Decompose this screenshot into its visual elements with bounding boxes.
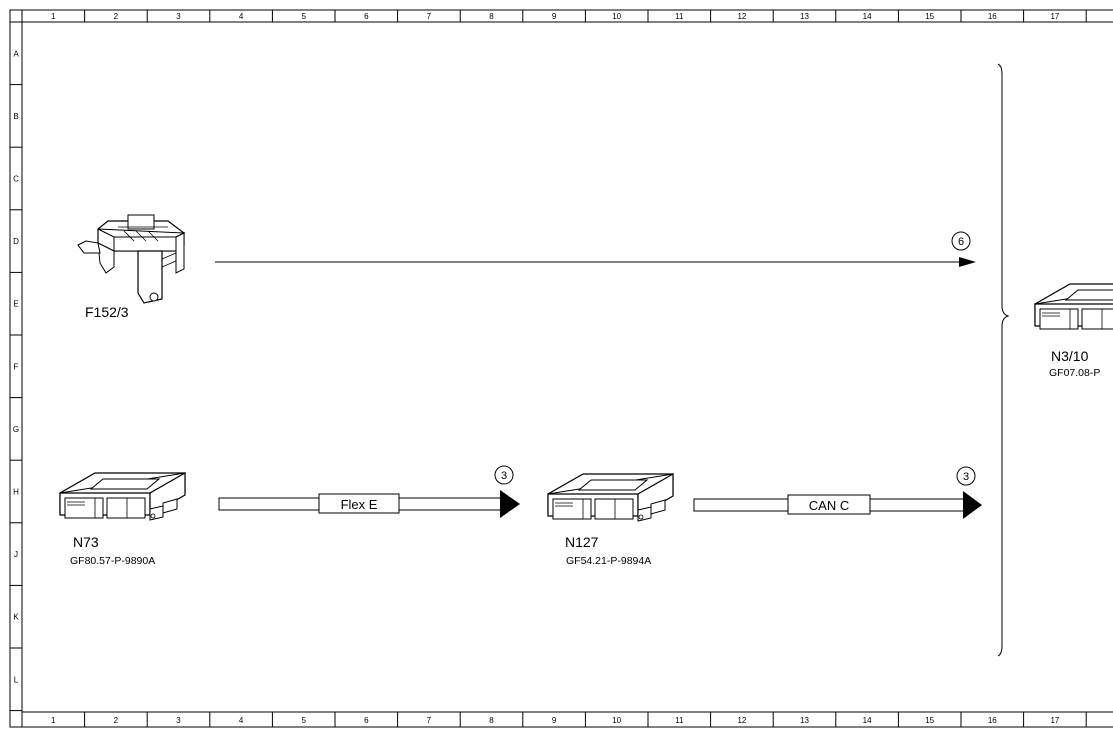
- grid-row-label: A: [13, 49, 19, 58]
- grid-col-label: 10: [612, 716, 621, 725]
- grid-col-label: 9: [552, 716, 557, 725]
- grid-col-label: 8: [489, 716, 494, 725]
- can-c-bus: CAN C: [693, 491, 982, 519]
- grid-col-label: 6: [364, 12, 369, 21]
- grid-col-label: 15: [925, 12, 934, 21]
- n3-10-label: N3/10: [1051, 348, 1089, 364]
- grid-col-label: 2: [114, 716, 119, 725]
- n127-label: N127: [565, 534, 599, 550]
- grid-col-label: 10: [612, 12, 621, 21]
- grid-col-label: 6: [364, 716, 369, 725]
- grid-col-label: 11: [675, 716, 684, 725]
- can-c-label: CAN C: [809, 498, 849, 513]
- grid-row-label: G: [13, 425, 19, 434]
- grid-col-label: 12: [737, 716, 746, 725]
- grid-col-label: 13: [800, 12, 809, 21]
- grid-col-label: 3: [176, 12, 181, 21]
- grid-col-label: 15: [925, 716, 934, 725]
- grid-col-label: 14: [863, 716, 872, 725]
- fuse-relay-icon: [77, 214, 186, 304]
- grid-col-label: 14: [863, 12, 872, 21]
- n73-code: GF80.57-P-9890A: [70, 555, 155, 567]
- grid-col-label: 12: [737, 12, 746, 21]
- grid-row-label: D: [13, 237, 19, 246]
- grid-col-label: 7: [427, 12, 432, 21]
- grid-col-label: 8: [489, 12, 494, 21]
- control-unit-icon: [547, 473, 674, 522]
- brace: [997, 63, 1010, 657]
- flex-e-bus: Flex E: [218, 490, 520, 518]
- ref-marker-6: 6: [951, 231, 971, 251]
- svg-text:3: 3: [963, 471, 969, 483]
- flex-e-label: Flex E: [341, 497, 378, 512]
- grid-row-label: H: [13, 488, 19, 497]
- n127-code: GF54.21-P-9894A: [566, 555, 651, 567]
- svg-text:3: 3: [501, 470, 507, 482]
- grid-col-label: 5: [301, 716, 306, 725]
- grid-row-label: B: [13, 112, 18, 121]
- grid-ticks: [10, 10, 1087, 727]
- grid-col-label: 17: [1050, 716, 1059, 725]
- grid-col-label: 5: [301, 12, 306, 21]
- grid-row-label: K: [13, 613, 19, 622]
- grid-row-label: L: [14, 675, 19, 684]
- svg-text:6: 6: [958, 236, 964, 248]
- grid-row-label: C: [13, 175, 19, 184]
- grid-col-label: 1: [51, 716, 56, 725]
- grid-row-label: F: [14, 362, 19, 371]
- grid-col-label: 7: [427, 716, 432, 725]
- grid-col-label: 16: [988, 12, 997, 21]
- grid-col-label: 4: [239, 12, 244, 21]
- control-unit-icon: [1034, 283, 1113, 332]
- f152-signal-line: [215, 257, 976, 267]
- grid-labels: 1122334455667788991010111112121313141415…: [13, 12, 1060, 725]
- grid-col-label: 3: [176, 716, 181, 725]
- grid-col-label: 2: [114, 12, 119, 21]
- grid-col-label: 1: [51, 12, 56, 21]
- grid-row-label: J: [14, 550, 18, 559]
- ref-marker-3: 3: [494, 465, 514, 485]
- grid-col-label: 17: [1050, 12, 1059, 21]
- n73-label: N73: [73, 534, 99, 550]
- control-unit-icon: [59, 472, 186, 521]
- grid-col-label: 11: [675, 12, 684, 21]
- n3-10-code: GF07.08-P: [1049, 367, 1100, 379]
- grid-col-label: 4: [239, 716, 244, 725]
- grid-col-label: 16: [988, 716, 997, 725]
- grid-row-label: E: [13, 300, 18, 309]
- grid-col-label: 9: [552, 12, 557, 21]
- f152-3-label: F152/3: [85, 304, 129, 320]
- grid-col-label: 13: [800, 716, 809, 725]
- ref-marker-3: 3: [956, 466, 976, 486]
- drawing-frame: [9, 9, 1113, 728]
